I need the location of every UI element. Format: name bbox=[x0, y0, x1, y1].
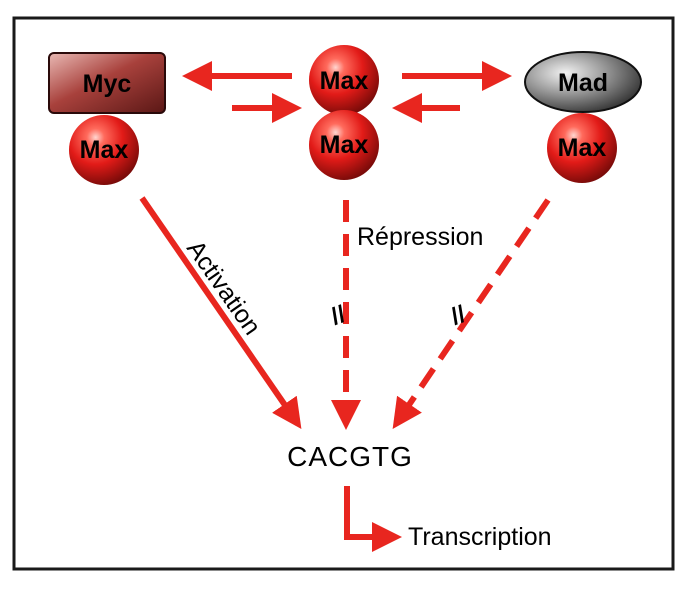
repression-label: Répression bbox=[357, 223, 483, 251]
mad-label: Mad bbox=[558, 69, 608, 97]
transcription-label: Transcription bbox=[408, 523, 552, 551]
max-sphere-bottom bbox=[309, 110, 379, 180]
repression-arrow-right bbox=[392, 198, 551, 429]
mad-max-complex: Mad Max bbox=[524, 51, 642, 183]
frame-border bbox=[12, 16, 675, 571]
myc-label: Myc bbox=[83, 70, 132, 98]
max-sphere-right bbox=[547, 113, 617, 183]
myc-box bbox=[48, 52, 166, 114]
activation-label: Activation bbox=[181, 235, 266, 340]
max-label-top: Max bbox=[320, 67, 369, 95]
mad-oval bbox=[524, 51, 642, 113]
myc-max-complex: Myc Max bbox=[48, 52, 166, 185]
max-label-bottom: Max bbox=[320, 131, 369, 159]
equilibrium-right bbox=[392, 61, 512, 123]
max-sphere-top bbox=[309, 45, 379, 115]
max-label-left: Max bbox=[80, 136, 129, 164]
target-sequence: CACGTG bbox=[287, 441, 413, 472]
transcription-arrow bbox=[344, 486, 402, 552]
max-sphere-left bbox=[69, 115, 139, 185]
max-max-complex: Max Max bbox=[309, 45, 379, 180]
equilibrium-left bbox=[182, 61, 302, 123]
activation-arrow bbox=[139, 196, 302, 429]
max-label-right: Max bbox=[558, 134, 607, 162]
